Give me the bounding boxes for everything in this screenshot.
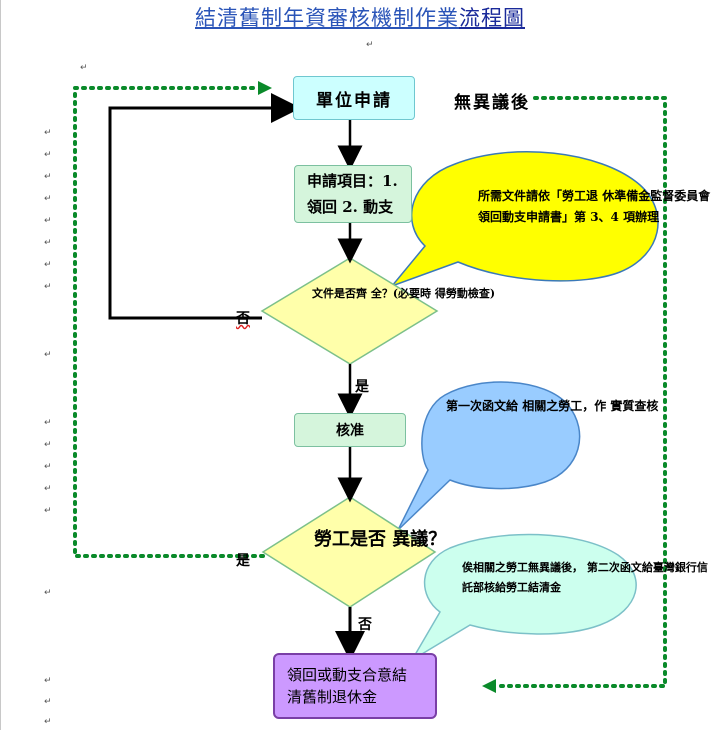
title-main: 結清舊制年資審核機制作業 [195,6,459,30]
paragraph-mark: ↵ [44,418,52,428]
items-line-2: 領回 2. 動支 [307,198,394,216]
second-line-1: 俟相關之勞工無異議後， [462,561,583,574]
check-line-1: 文件是否齊 [312,287,367,300]
docs-bubble [389,151,659,288]
apply-items-box: 申請項目：1. 領回 2. 動支 [294,165,412,223]
second-line-3: 託部核給勞工結清金 [462,581,561,594]
first-line-2: 相關之勞工，作 [522,399,607,413]
check-line-2: 全？(必要時 [370,287,432,300]
second-letter-text: 俟相關之勞工無異議後， 第二次函文給臺灣銀行信 託部核給勞工結清金 [462,558,720,598]
paragraph-mark: ↵ [44,484,52,494]
paragraph-mark: ↵ [44,697,52,707]
first-line-1: 第一次函文給 [446,399,519,413]
items-line-1: 申請項目：1. [307,172,398,190]
paragraph-mark: ↵ [44,588,52,598]
paragraph-mark: ↵ [44,462,52,472]
page-left-rule [0,0,1,730]
paragraph-mark: ↵ [44,238,52,248]
paragraph-mark: ↵ [366,40,374,50]
paragraph-mark: ↵ [44,150,52,160]
page-title: 結清舊制年資審核機制作業流程圖 [0,2,720,32]
second-line-2: 第二次函文給臺灣銀行信 [586,561,708,574]
dotted-arrowhead-apply [258,81,272,95]
dotted-no-objection-path [494,96,667,688]
docs-line-4: 3、4 項辦理 [590,210,660,224]
second-letter-bubble [411,533,637,661]
docs-line-1: 所需文件請依「勞工退 [478,189,599,203]
paragraph-mark: ↵ [44,350,52,360]
paragraph-mark: ↵ [44,260,52,270]
objection-line-1: 勞工是否 [314,529,386,550]
paragraph-mark: ↵ [44,128,52,138]
paragraph-mark: ↵ [44,216,52,226]
docs-line-2: 休準備金監督委員會 [602,189,711,203]
check-line-3: 得勞動檢查) [434,287,496,300]
docs-bubble-text: 所需文件請依「勞工退 休準備金監督委員會 領回動支申請書」第 3、4 項辦理 [478,186,720,228]
first-line-3: 實質查核 [610,399,659,413]
label-no-reject: 否 [236,311,250,327]
title-suffix: 流程圖 [459,6,525,30]
paragraph-mark: ↵ [44,717,52,727]
apply-label: 單位申請 [316,90,392,111]
final-line-2: 清舊制退休金 [287,688,378,706]
approve-box: 核准 [294,413,406,447]
check-documents-text: 文件是否齊 全？(必要時 得勞動檢查) [312,286,495,302]
paragraph-mark: ↵ [44,194,52,204]
objection-text: 勞工是否 異議？ [314,526,446,554]
after-no-objection-label: 無異議後 [454,93,530,113]
arrow-reject-loop [108,93,301,320]
paragraph-mark: ↵ [44,506,52,516]
apply-box: 單位申請 [293,76,415,120]
approve-label: 核准 [336,423,364,439]
dotted-arrowhead-final [482,679,496,693]
paragraph-mark: ↵ [44,676,52,686]
objection-line-2: 異議？ [392,529,447,550]
label-yes-objection: 是 [236,553,250,569]
final-settlement-box: 領回或動支合意結 清舊制退休金 [273,653,437,719]
label-no-objection: 否 [358,617,372,633]
first-letter-bubble [397,381,581,531]
docs-line-3: 領回動支申請書」第 [478,210,587,224]
paragraph-mark: ↵ [44,172,52,182]
label-yes-complete: 是 [355,379,369,395]
paragraph-mark: ↵ [44,440,52,450]
first-letter-text: 第一次函文給 相關之勞工，作 實質查核 [446,396,658,417]
final-line-1: 領回或動支合意結 [287,666,408,684]
dotted-objection-loop [73,86,265,558]
paragraph-mark: ↵ [80,63,88,73]
paragraph-mark: ↵ [44,282,52,292]
